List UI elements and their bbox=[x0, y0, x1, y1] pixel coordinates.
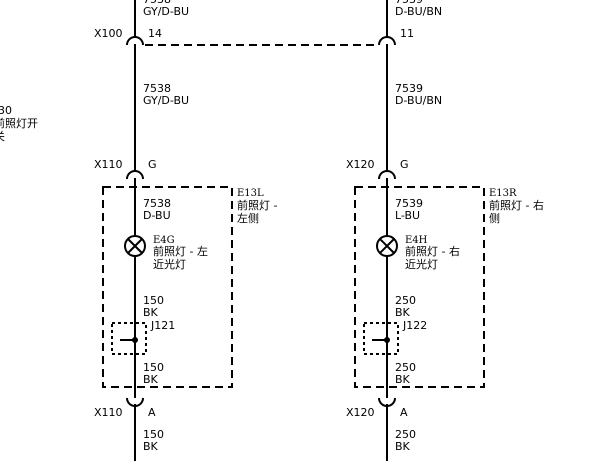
right-x100-pin: 11 bbox=[400, 27, 414, 40]
left-ground-wire-upper-circuit: 150 bbox=[143, 294, 164, 307]
right-mid-wire-circuit: 7539 bbox=[395, 82, 423, 95]
offpage-ref-number: 30 bbox=[0, 104, 12, 117]
left-x110-top-pin: G bbox=[148, 158, 157, 171]
offpage-ref-label: 前照灯开 bbox=[0, 116, 38, 130]
right-bulb-icon bbox=[376, 235, 398, 257]
left-module-id: E13L bbox=[237, 188, 264, 199]
left-bulb-name-cont: 近光灯 bbox=[153, 257, 186, 271]
left-mid-wire-circuit: 7538 bbox=[143, 82, 171, 95]
left-module-name: 前照灯 - bbox=[237, 198, 277, 212]
right-ground-wire-lower-circuit: 250 bbox=[395, 361, 416, 374]
right-bulb-name-cont: 近光灯 bbox=[405, 257, 438, 271]
right-x100-connector-symbol bbox=[378, 36, 396, 46]
right-ground-wire-lower-color: BK bbox=[395, 373, 411, 386]
right-module-box bbox=[354, 186, 485, 388]
right-x120-bottom-connector-symbol bbox=[378, 397, 396, 407]
right-top-wire-circuit: 7539 bbox=[395, 0, 423, 6]
left-bottom-wire-circuit: 150 bbox=[143, 428, 164, 441]
left-x110-top-connector-label: X110 bbox=[94, 158, 123, 171]
right-module-name-cont: 侧 bbox=[489, 212, 500, 225]
left-x110-bottom-connector-symbol bbox=[126, 397, 144, 407]
right-x120-bottom-pin: A bbox=[400, 406, 408, 419]
right-bulb-id: E4H bbox=[405, 235, 428, 246]
left-module-box bbox=[102, 186, 233, 388]
left-top-wire-color: GY/D-BU bbox=[143, 5, 189, 18]
right-inner-wire-circuit: 7539 bbox=[395, 197, 423, 210]
left-bulb-icon-cross-b bbox=[127, 238, 143, 254]
right-x120-top-connector-symbol bbox=[378, 170, 396, 180]
left-x110-bottom-pin: A bbox=[148, 406, 156, 419]
left-x110-bottom-connector-label: X110 bbox=[94, 406, 123, 419]
left-splice-box bbox=[111, 322, 147, 355]
right-x120-top-connector-label: X120 bbox=[346, 158, 375, 171]
right-x120-bottom-connector-label: X120 bbox=[346, 406, 375, 419]
right-module-id: E13R bbox=[489, 188, 517, 199]
right-mid-wire-color: D-BU/BN bbox=[395, 94, 442, 107]
left-ground-wire-lower-circuit: 150 bbox=[143, 361, 164, 374]
right-bottom-wire-color: BK bbox=[395, 440, 411, 453]
left-top-wire-circuit: 7538 bbox=[143, 0, 171, 6]
left-module-name-cont: 左侧 bbox=[237, 212, 259, 225]
right-splice-box bbox=[363, 322, 399, 355]
right-top-wire-color: D-BU/BN bbox=[395, 5, 442, 18]
right-module-name: 前照灯 - 右 bbox=[489, 198, 544, 212]
left-x100-connector-label: X100 bbox=[94, 27, 123, 40]
left-splice-label: J121 bbox=[150, 319, 175, 332]
right-splice-node bbox=[384, 337, 390, 343]
left-ground-wire-lower-color: BK bbox=[143, 373, 159, 386]
right-headlamp-circuit: 7539 D-BU/BN 11 7539 D-BU/BN X120 G E13R… bbox=[346, 0, 544, 461]
offpage-ref-label-cont: 关 bbox=[0, 129, 5, 143]
left-bulb-icon bbox=[124, 235, 146, 257]
left-inner-wire-circuit: 7538 bbox=[143, 197, 171, 210]
left-mid-wire-color: GY/D-BU bbox=[143, 94, 189, 107]
right-inner-wire-color: L-BU bbox=[395, 209, 420, 222]
right-bulb-icon-cross-b bbox=[379, 238, 395, 254]
left-ground-wire-upper-color: BK bbox=[143, 306, 159, 319]
left-headlamp-circuit: 7538 GY/D-BU X100 14 7538 GY/D-BU X110 G… bbox=[94, 0, 277, 461]
left-bulb-name: 前照灯 - 左 bbox=[153, 244, 208, 258]
left-splice-node bbox=[132, 337, 138, 343]
left-inner-wire-color: D-BU bbox=[143, 209, 171, 222]
right-bottom-wire-circuit: 250 bbox=[395, 428, 416, 441]
left-bottom-wire-color: BK bbox=[143, 440, 159, 453]
left-x110-top-connector-symbol bbox=[126, 170, 144, 180]
right-splice-label: J122 bbox=[402, 319, 427, 332]
right-ground-wire-upper-circuit: 250 bbox=[395, 294, 416, 307]
right-bulb-name: 前照灯 - 右 bbox=[405, 244, 460, 258]
right-x120-top-pin: G bbox=[400, 158, 409, 171]
left-bulb-id: E4G bbox=[153, 235, 175, 246]
right-ground-wire-upper-color: BK bbox=[395, 306, 411, 319]
left-x100-pin: 14 bbox=[148, 27, 162, 40]
left-x100-connector-symbol bbox=[126, 36, 144, 46]
